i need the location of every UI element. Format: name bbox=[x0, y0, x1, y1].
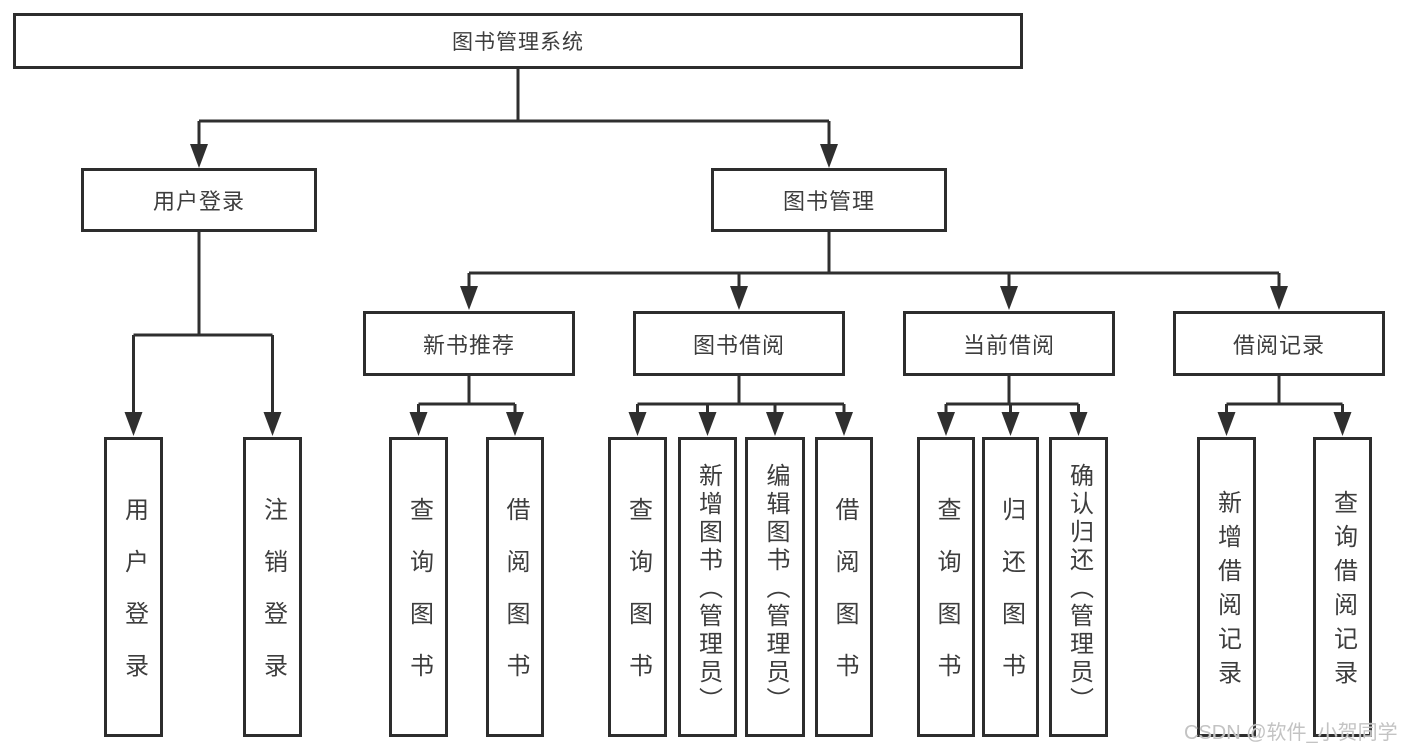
node-label: 新书推荐 bbox=[422, 332, 515, 358]
csdn-watermark: CSDN @软件_小贺同学 bbox=[1184, 722, 1398, 744]
node-label: 新增借阅记录 bbox=[1213, 490, 1241, 694]
node-borrow-books-recommend: 借阅图书 bbox=[486, 437, 544, 737]
arrowhead-icon bbox=[835, 412, 853, 436]
node-label: 图书管理系统 bbox=[452, 31, 584, 54]
node-borrow-books-borrowing: 借阅图书 bbox=[815, 437, 873, 737]
arrowhead-icon bbox=[698, 412, 717, 436]
node-new-book-recommend: 新书推荐 bbox=[363, 311, 575, 376]
node-label: 归还图书 bbox=[997, 497, 1025, 705]
arrowhead-icon bbox=[1000, 286, 1018, 310]
arrowhead-icon bbox=[820, 144, 838, 168]
node-label: 编辑图书（管理员） bbox=[762, 463, 789, 715]
node-label: 查询图书 bbox=[933, 497, 960, 705]
arrowhead-icon bbox=[628, 412, 647, 436]
arrowhead-icon bbox=[1333, 412, 1352, 436]
node-label: 借阅图书 bbox=[502, 497, 529, 705]
node-add-borrow-record: 新增借阅记录 bbox=[1197, 437, 1256, 737]
node-label: 图书管理 bbox=[782, 189, 875, 214]
arrowhead-icon bbox=[1270, 286, 1288, 310]
node-current-borrowing: 当前借阅 bbox=[903, 311, 1115, 376]
node-edit-books-admin: 编辑图书（管理员） bbox=[745, 437, 805, 737]
node-label: 查询借阅记录 bbox=[1329, 490, 1357, 694]
arrowhead-icon bbox=[409, 412, 428, 436]
node-query-books-borrowing: 查询图书 bbox=[608, 437, 667, 737]
arrowhead-icon bbox=[730, 286, 748, 310]
arrowhead-icon bbox=[124, 412, 143, 436]
node-book-borrowing: 图书借阅 bbox=[633, 311, 845, 376]
node-label: 借阅记录 bbox=[1232, 332, 1325, 358]
node-label: 当前借阅 bbox=[962, 332, 1055, 358]
node-label: 借阅图书 bbox=[831, 497, 858, 705]
connector-book-management-to-level3 bbox=[460, 232, 1288, 310]
node-user-login-leaf: 用户登录 bbox=[104, 437, 163, 737]
connector-current-borrowing-to-leaves bbox=[937, 376, 1088, 436]
node-logout: 注销登录 bbox=[243, 437, 302, 737]
node-borrowing-records: 借阅记录 bbox=[1173, 311, 1385, 376]
arrowhead-icon bbox=[1069, 412, 1088, 436]
arrowhead-icon bbox=[190, 144, 208, 168]
node-label: 用户登录 bbox=[120, 497, 148, 705]
node-return-books: 归还图书 bbox=[982, 437, 1039, 737]
connector-book-borrowing-to-leaves bbox=[628, 376, 853, 436]
connector-new-book-recommend-to-leaves bbox=[409, 376, 524, 436]
connector-user-login-to-leaves bbox=[124, 232, 282, 436]
node-label: 查询图书 bbox=[405, 497, 433, 705]
node-label: 用户登录 bbox=[152, 189, 245, 214]
connector-root-to-level2 bbox=[190, 69, 838, 168]
node-label: 注销登录 bbox=[259, 497, 287, 705]
node-confirm-return-admin: 确认归还（管理员） bbox=[1049, 437, 1108, 737]
node-user-login: 用户登录 bbox=[81, 168, 317, 232]
arrowhead-icon bbox=[1001, 412, 1020, 436]
node-add-books-admin: 新增图书（管理员） bbox=[678, 437, 737, 737]
node-label: 确认归还（管理员） bbox=[1065, 463, 1093, 715]
node-query-books-recommend: 查询图书 bbox=[389, 437, 448, 737]
arrowhead-icon bbox=[263, 412, 282, 436]
arrowhead-icon bbox=[506, 412, 524, 436]
node-book-management: 图书管理 bbox=[711, 168, 947, 232]
node-label: 查询图书 bbox=[624, 497, 652, 705]
node-query-borrow-record: 查询借阅记录 bbox=[1313, 437, 1372, 737]
arrowhead-icon bbox=[460, 286, 478, 310]
arrowhead-icon bbox=[937, 412, 955, 436]
node-query-books-current: 查询图书 bbox=[917, 437, 975, 737]
node-library-management-system: 图书管理系统 bbox=[13, 13, 1023, 69]
node-label: 图书借阅 bbox=[692, 332, 785, 358]
arrowhead-icon bbox=[1217, 412, 1236, 436]
connector-borrowing-records-to-leaves bbox=[1217, 376, 1352, 436]
arrowhead-icon bbox=[766, 412, 784, 436]
node-label: 新增图书（管理员） bbox=[694, 463, 722, 715]
